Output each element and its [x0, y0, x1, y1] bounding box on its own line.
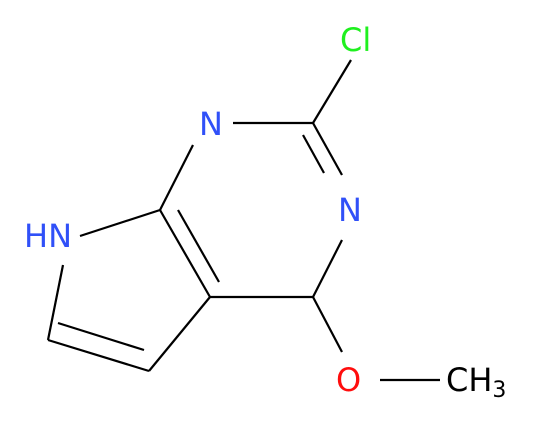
- bond-c5-c4a: [148, 296, 211, 372]
- bonds: [46, 59, 440, 382]
- bond-n1-c7a: [159, 144, 194, 211]
- bond-c7a-nh: [79, 208, 161, 238]
- oxygen-atom-label: O: [336, 361, 361, 399]
- bond-c6-c5: [47, 338, 150, 373]
- methyl-main-text: CH: [446, 361, 492, 399]
- bond-c7a-c4a: [159, 209, 211, 298]
- chlorine-atom-label: Cl: [340, 21, 371, 59]
- atom-labels: Cl N N HN O CH3: [24, 21, 506, 403]
- nitrogen-atom-label-1: N: [199, 105, 223, 143]
- nitrogen-atom-label-3: N: [338, 191, 362, 229]
- bond-c4-o: [312, 296, 343, 353]
- bond-nh-c6: [46, 264, 65, 341]
- bond-n3-c4: [312, 239, 343, 298]
- bond-c7a-c4a-double: [177, 209, 220, 283]
- bond-c2-n3: [312, 122, 343, 176]
- bond-c2-n3-double: [302, 134, 325, 174]
- methyl-group-label: CH3: [446, 361, 506, 403]
- nh-atom-label: HN: [24, 217, 72, 255]
- bond-c6-c5-double: [57, 321, 145, 352]
- methyl-subscript: 3: [492, 378, 506, 403]
- bond-c2-cl: [312, 59, 352, 124]
